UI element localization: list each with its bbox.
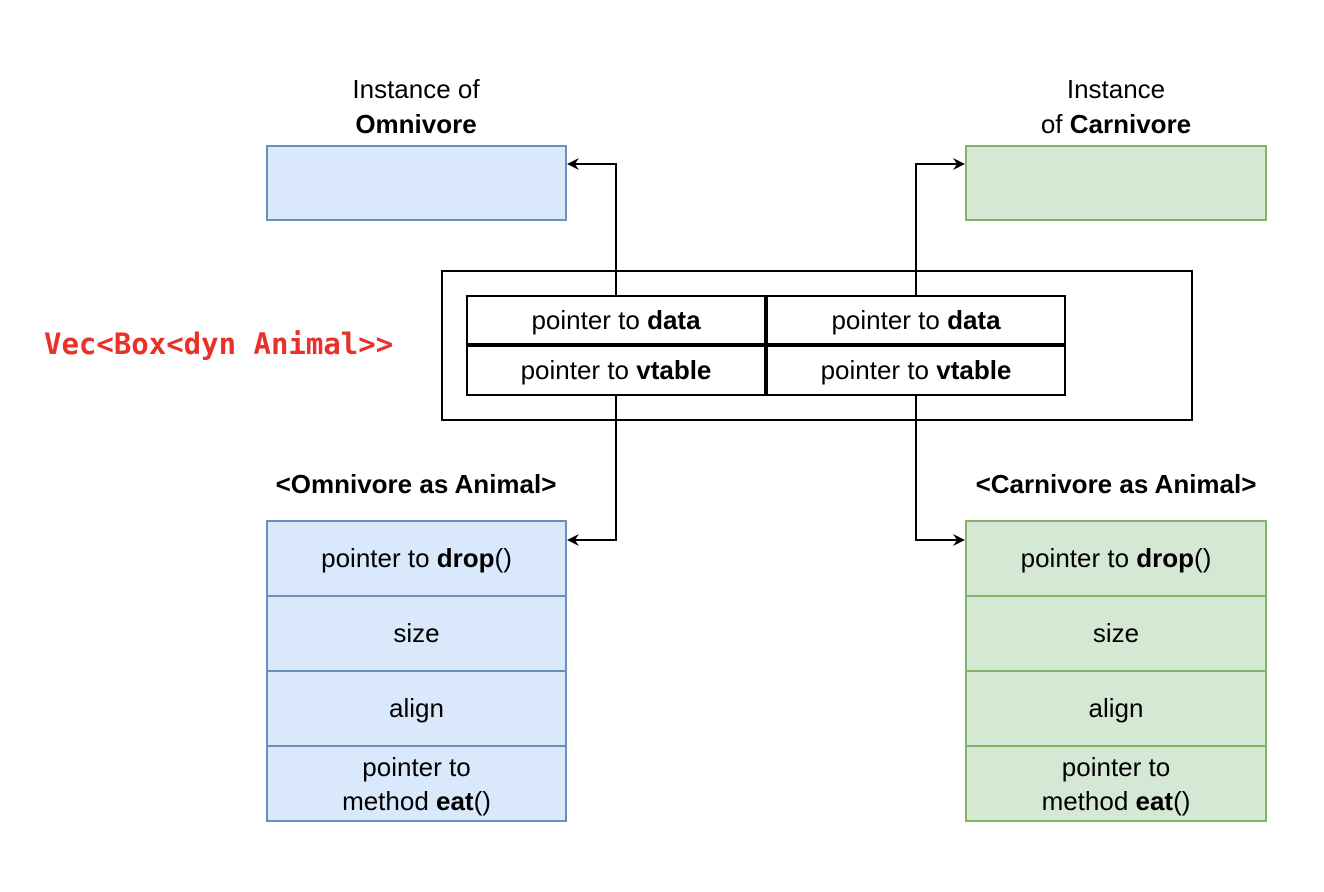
vtable-eat-entry: pointer to method eat(): [965, 745, 1267, 822]
carnivore-vtable: pointer to drop() size align pointer to …: [965, 520, 1267, 822]
eat-prefix: method: [342, 785, 437, 816]
drop-prefix: pointer to: [1020, 543, 1137, 573]
vec-container: [441, 270, 1193, 421]
drop-suffix: (): [1194, 543, 1212, 573]
vtable-align-entry: align: [266, 670, 567, 747]
align-text: align: [1088, 693, 1144, 723]
drop-suffix: (): [494, 543, 512, 573]
eat-line1: pointer to: [362, 751, 471, 782]
vtable-eat-entry: pointer to method eat(): [266, 745, 567, 822]
eat-line2: method eat(): [1042, 784, 1191, 818]
carnivore-instance-prefix: of: [1040, 109, 1070, 139]
drop-bold: drop: [436, 543, 495, 573]
vtable-size-entry: size: [266, 595, 567, 672]
pointer-to-data-prefix: pointer to: [531, 304, 648, 335]
eat-suffix: (): [473, 785, 491, 816]
vtable-size-entry: size: [965, 595, 1267, 672]
eat-line1: pointer to: [1061, 751, 1171, 782]
omnivore-vtable-title: <Omnivore as Animal>: [275, 469, 557, 499]
vec-label: Vec<Box<dyn Animal>>: [44, 327, 394, 361]
pointer-to-data-cell: pointer to data: [466, 295, 766, 345]
carnivore-vtable-title: <Carnivore as Animal>: [975, 469, 1257, 499]
align-text: align: [389, 693, 444, 723]
drop-prefix: pointer to: [321, 543, 437, 573]
fat-pointer-carnivore: pointer to data pointer to vtable: [766, 295, 1067, 396]
pointer-to-data-bold: data: [947, 304, 1001, 335]
vtable-drop-entry: pointer to drop(): [965, 520, 1267, 597]
omnivore-vtable: pointer to drop() size align pointer to …: [266, 520, 567, 822]
pointer-to-data-bold: data: [647, 304, 701, 335]
omnivore-instance-name: Omnivore: [355, 109, 477, 139]
fat-pointer-omnivore: pointer to data pointer to vtable: [466, 295, 767, 396]
omnivore-instance-box: [266, 145, 567, 221]
omnivore-instance-label: Instance of Omnivore: [266, 72, 566, 142]
eat-suffix: (): [1173, 785, 1191, 816]
pointer-to-vtable-cell: pointer to vtable: [466, 345, 766, 396]
carnivore-instance-name: Carnivore: [1069, 109, 1192, 139]
pointer-to-vtable-prefix: pointer to: [820, 355, 937, 385]
size-text: size: [393, 618, 440, 648]
eat-bold: eat: [1135, 785, 1174, 816]
vtable-align-entry: align: [965, 670, 1267, 747]
eat-line2: method eat(): [342, 784, 491, 818]
pointer-to-data-cell: pointer to data: [766, 295, 1066, 345]
carnivore-instance-line2: of Carnivore: [966, 107, 1266, 142]
carnivore-instance-box: [965, 145, 1267, 221]
eat-bold: eat: [436, 785, 474, 816]
pointer-to-data-prefix: pointer to: [831, 304, 948, 335]
pointer-to-vtable-cell: pointer to vtable: [766, 345, 1066, 396]
carnivore-instance-line1: Instance: [1066, 74, 1166, 104]
drop-bold: drop: [1136, 543, 1195, 573]
carnivore-instance-label: Instance of Carnivore: [966, 72, 1266, 142]
pointer-to-vtable-bold: vtable: [936, 355, 1012, 385]
size-text: size: [1092, 618, 1140, 648]
pointer-to-vtable-prefix: pointer to: [520, 355, 637, 385]
eat-prefix: method: [1041, 785, 1136, 816]
pointer-to-vtable-bold: vtable: [636, 355, 712, 385]
vtable-drop-entry: pointer to drop(): [266, 520, 567, 597]
omnivore-instance-line1: Instance of: [352, 74, 480, 104]
